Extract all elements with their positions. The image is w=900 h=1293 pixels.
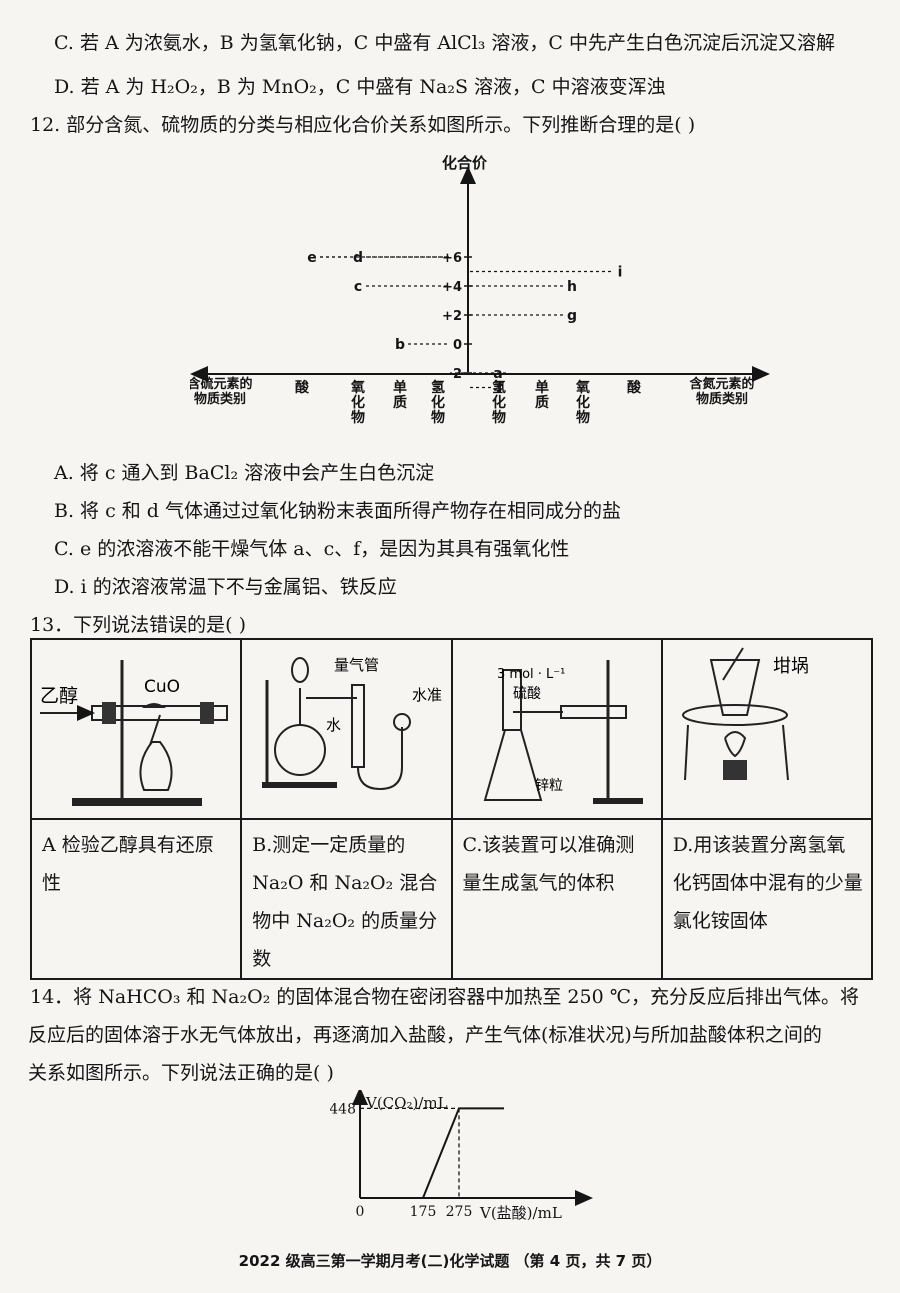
point-label-h: h xyxy=(567,279,577,295)
apparatus-b-drawing: 量气管 水 水准管 xyxy=(262,656,442,791)
x-axis-label-left: 含硫元素的物质类别 xyxy=(190,376,253,407)
point-label-e: e xyxy=(307,250,317,266)
point-label-b: b xyxy=(395,337,405,353)
q12-option-d: D. i 的浓溶液常温下不与金属铝、铁反应 xyxy=(54,576,397,598)
q14-stem-line1: 14．将 NaHCO₃ 和 Na₂O₂ 的固体混合物在密闭容器中加热至 250 … xyxy=(30,986,859,1008)
label-ethanol: 乙醇 xyxy=(40,685,78,707)
option-c-cell: C.该装置可以准确测量生成氢气的体积 xyxy=(450,818,663,980)
q12-option-c: C. e 的浓溶液不能干燥气体 a、c、f，是因为其具有强氧化性 xyxy=(54,538,570,560)
q13-stem: 13．下列说法错误的是( ) xyxy=(30,614,247,636)
label-concentration: 3 mol · L⁻¹ xyxy=(497,667,565,682)
apparatus-table: 乙醇 CuO 量气管 水 水准管 xyxy=(29,638,874,980)
y-tick-label: +2 xyxy=(442,309,462,324)
point-label-i: i xyxy=(618,265,623,281)
label-crucible: 坩埚 xyxy=(773,656,809,677)
x-axis-label: V(盐酸)/mL xyxy=(479,1204,562,1220)
apparatus-c-drawing: 3 mol · L⁻¹ 硫酸 锌粒 xyxy=(483,660,643,804)
apparatus-a-cell: 乙醇 CuO xyxy=(29,638,243,820)
page-footer: 2022 级高三第一学期月考(二)化学试题 （第 4 页，共 7 页） xyxy=(238,1252,662,1270)
apparatus-b-cell: 量气管 水 水准管 xyxy=(240,638,453,820)
option-d-cell: D.用该装置分离氢氧化钙固体中混有的少量氯化铵固体 xyxy=(660,818,874,980)
label-water: 水 xyxy=(326,716,341,734)
valence-chart: 化合价 +6 +4 +2 0 -2 酸 氧化物 单质 氢化物 氢化物 单质 氧化物 酸 含硫元素的物质类别… xyxy=(190,154,770,426)
co2-volume-chart: V(CO₂)/mL V(盐酸)/mL 448 0 175 275 xyxy=(330,1090,593,1220)
x-tick-label: 0 xyxy=(356,1204,365,1220)
category-label: 氧化物 xyxy=(575,379,590,426)
label-cuo: CuO xyxy=(144,677,180,697)
point-label-d: d xyxy=(353,250,363,266)
q11-option-d: D. 若 A 为 H₂O₂，B 为 MnO₂，C 中盛有 Na₂S 溶液，C 中… xyxy=(54,76,666,98)
q12-option-a: A. 将 c 通入到 BaCl₂ 溶液中会产生白色沉淀 xyxy=(54,462,435,484)
x-tick-label: 275 xyxy=(446,1204,473,1220)
series-line xyxy=(360,1107,504,1199)
point-label-a: a xyxy=(493,366,502,382)
option-b-cell: B.测定一定质量的 Na₂O 和 Na₂O₂ 混合物中 Na₂O₂ 的质量分数 xyxy=(240,818,453,980)
y-axis-label: 化合价 xyxy=(442,154,488,172)
y-tick-label: +6 xyxy=(442,251,462,266)
category-label: 单质 xyxy=(393,379,407,411)
category-label: 单质 xyxy=(535,379,549,411)
y-tick-label: -2 xyxy=(448,367,462,382)
x-axis-label-right: 含氮元素的物质类别 xyxy=(688,376,754,407)
option-a-cell: A 检验乙醇具有还原性 xyxy=(29,818,243,980)
q12-option-b: B. 将 c 和 d 气体通过过氧化钠粉末表面所得产物存在相同成分的盐 xyxy=(54,500,622,522)
label-level-tube: 水准管 xyxy=(412,686,442,704)
apparatus-a-drawing: 乙醇 CuO xyxy=(40,660,228,806)
y-tick-label: 0 xyxy=(453,338,462,353)
apparatus-c-cell: 3 mol · L⁻¹ 硫酸 锌粒 xyxy=(450,638,663,820)
category-label: 酸 xyxy=(295,379,310,396)
category-label: 氢化物 xyxy=(492,379,506,426)
y-tick-label: +4 xyxy=(442,280,462,295)
q11-option-c: C. 若 A 为浓氨水，B 为氢氧化钠，C 中盛有 AlCl₃ 溶液，C 中先产… xyxy=(54,32,836,54)
apparatus-d-drawing: 坩埚 xyxy=(681,647,809,781)
point-label-g: g xyxy=(567,308,577,324)
q14-stem-line2: 反应后的固体溶于水无气体放出，再逐滴加入盐酸，产生气体(标准状况)与所加盐酸体积… xyxy=(28,1024,822,1046)
q12-stem: 12. 部分含氮、硫物质的分类与相应化合价关系如图所示。下列推断合理的是( ) xyxy=(30,114,696,136)
label-zinc: 锌粒 xyxy=(535,778,563,794)
q14-stem-line3: 关系如图所示。下列说法正确的是( ) xyxy=(28,1062,334,1084)
point-label-f: f xyxy=(497,381,504,397)
y-tick-label: 448 xyxy=(330,1101,356,1117)
category-label: 氢化物 xyxy=(431,379,445,426)
x-tick-label: 175 xyxy=(410,1204,437,1220)
y-axis-label: V(CO₂)/mL xyxy=(365,1094,448,1112)
category-label: 氧化物 xyxy=(350,379,365,426)
point-label-c: c xyxy=(354,279,362,295)
label-sulfuric-acid: 硫酸 xyxy=(513,686,541,702)
label-gas-tube: 量气管 xyxy=(334,656,379,674)
category-label: 酸 xyxy=(627,379,642,396)
apparatus-d-cell: 坩埚 xyxy=(660,638,874,820)
